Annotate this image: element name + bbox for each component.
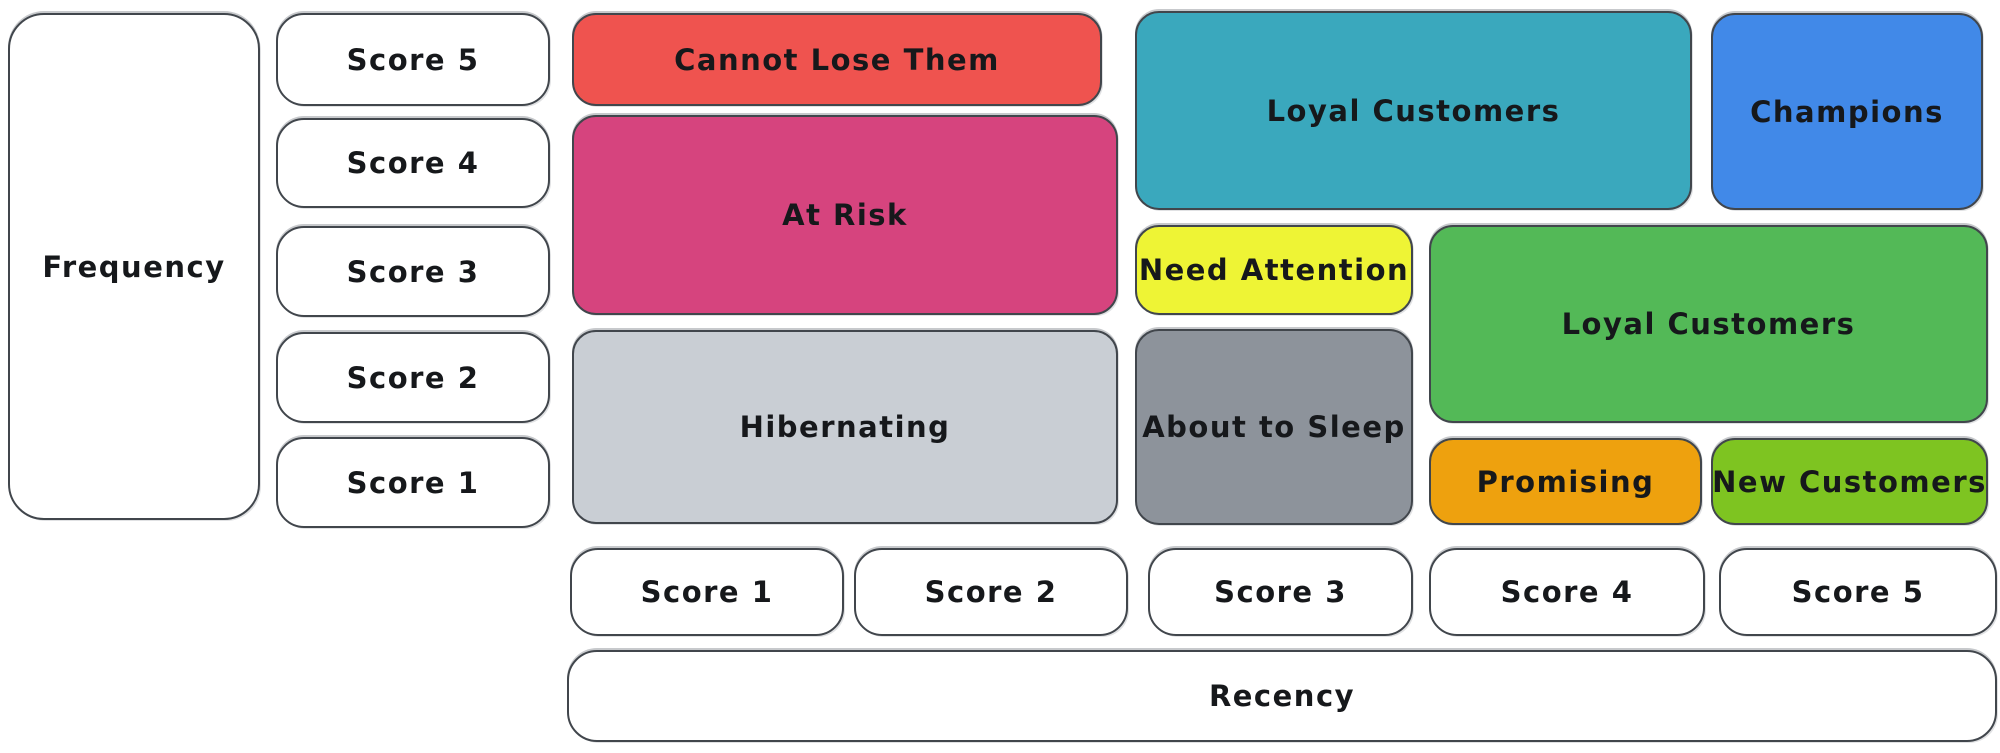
frequency-score-5: Score 5 [276,13,550,106]
recency-score-3: Score 3 [1148,548,1413,636]
segment-loyal-customers-teal: Loyal Customers [1135,11,1692,210]
frequency-score-4: Score 4 [276,118,550,208]
frequency-score-2: Score 2 [276,332,550,423]
recency-score-4: Score 4 [1429,548,1705,636]
segment-loyal-customers-green: Loyal Customers [1429,225,1988,423]
recency-axis-label: Recency [567,650,1997,742]
segment-at-risk: At Risk [572,115,1118,315]
recency-score-1: Score 1 [570,548,844,636]
segment-need-attention: Need Attention [1135,225,1413,315]
segment-new-customers: New Customers [1711,438,1988,525]
segment-promising: Promising [1429,438,1702,525]
segment-about-to-sleep: About to Sleep [1135,329,1413,525]
frequency-score-3: Score 3 [276,226,550,317]
segment-champions: Champions [1711,13,1983,210]
recency-score-2: Score 2 [854,548,1128,636]
recency-score-5: Score 5 [1719,548,1997,636]
segment-hibernating: Hibernating [572,330,1118,524]
frequency-score-1: Score 1 [276,437,550,528]
segment-cannot-lose-them: Cannot Lose Them [572,13,1102,106]
frequency-axis-label: Frequency [8,13,260,520]
